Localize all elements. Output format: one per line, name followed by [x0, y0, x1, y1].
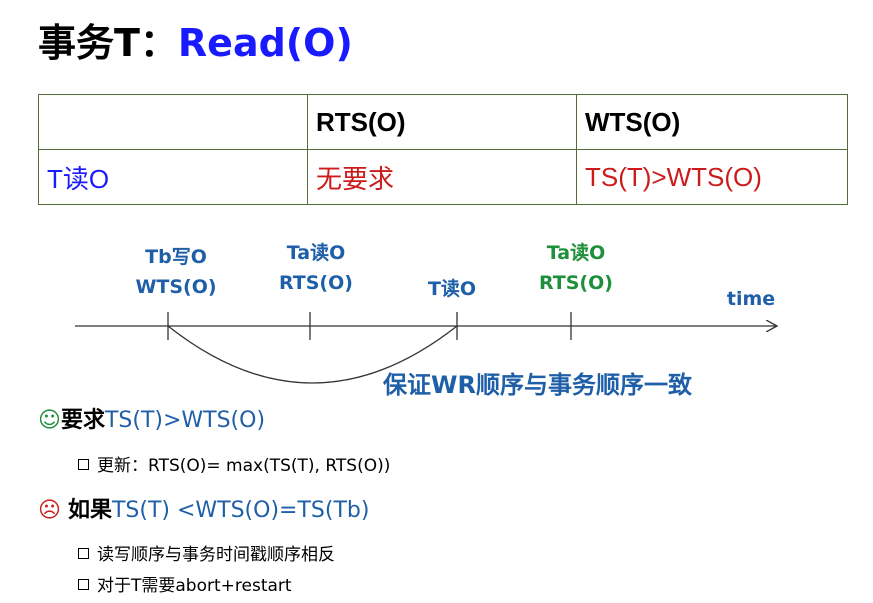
smile-face-icon: ☺ [38, 408, 61, 433]
point-require-sub: 更新：RTS(O)= max(TS(T), RTS(O)) [78, 451, 390, 476]
title-prefix: 事务T： [38, 21, 178, 65]
table-header-empty [38, 94, 308, 150]
point-if-sub-1: 读写顺序与事务时间戳顺序相反 [78, 540, 335, 565]
row-label: T读O [38, 149, 308, 205]
event-tb-write-line1: Tb写O [145, 246, 207, 268]
event-tb-write: Tb写O WTS(O) [130, 242, 222, 302]
event-ta-read-2-line1: Ta读O [546, 242, 606, 264]
rule-table: RTS(O) WTS(O) T读O 无要求 TS(T)>WTS(O) [38, 94, 848, 205]
row-rts-cell: 无要求 [307, 149, 577, 205]
point-if-sub-2-text: 对于T需要abort+restart [97, 576, 292, 596]
square-bullet-icon [78, 548, 89, 559]
event-ta-read-1: Ta读O RTS(O) [268, 238, 364, 298]
event-t-read-line1: T读O [427, 278, 477, 300]
title-highlight: Read(O) [177, 21, 353, 65]
event-t-read: T读O [410, 274, 494, 304]
frown-face-icon: ☹ [38, 498, 61, 523]
point-if-sub-1-text: 读写顺序与事务时间戳顺序相反 [97, 545, 335, 565]
point-if-sub-2: 对于T需要abort+restart [78, 571, 292, 596]
point-if-prefix: 如果 [67, 498, 112, 523]
point-require-sub-text: 更新：RTS(O)= max(TS(T), RTS(O)) [97, 456, 391, 476]
wr-order-arc [167, 325, 458, 384]
point-require: ☺要求TS(T)>WTS(O) [38, 402, 265, 434]
axis-time-label: time [726, 288, 776, 310]
event-ta-read-1-line2: RTS(O) [279, 272, 353, 294]
event-ta-read-2: Ta读O RTS(O) [528, 238, 624, 298]
event-tb-write-line2: WTS(O) [135, 276, 217, 298]
table-row: T读O 无要求 TS(T)>WTS(O) [38, 149, 848, 205]
square-bullet-icon [78, 579, 89, 590]
slide-title: 事务T：Read(O) [38, 12, 353, 67]
row-wts-cell: TS(T)>WTS(O) [576, 149, 848, 205]
table-header-wts: WTS(O) [576, 94, 848, 150]
event-ta-read-1-line1: Ta读O [286, 242, 346, 264]
point-require-prefix: 要求 [60, 408, 105, 433]
square-bullet-icon [78, 459, 89, 470]
point-if: ☹ 如果TS(T) <WTS(O)=TS(Tb) [38, 492, 369, 524]
event-ta-read-2-line2: RTS(O) [539, 272, 613, 294]
point-if-condition: TS(T) <WTS(O)=TS(Tb) [111, 498, 370, 523]
point-require-condition: TS(T)>WTS(O) [104, 408, 266, 433]
arc-caption: 保证WR顺序与事务顺序一致 [383, 371, 692, 399]
